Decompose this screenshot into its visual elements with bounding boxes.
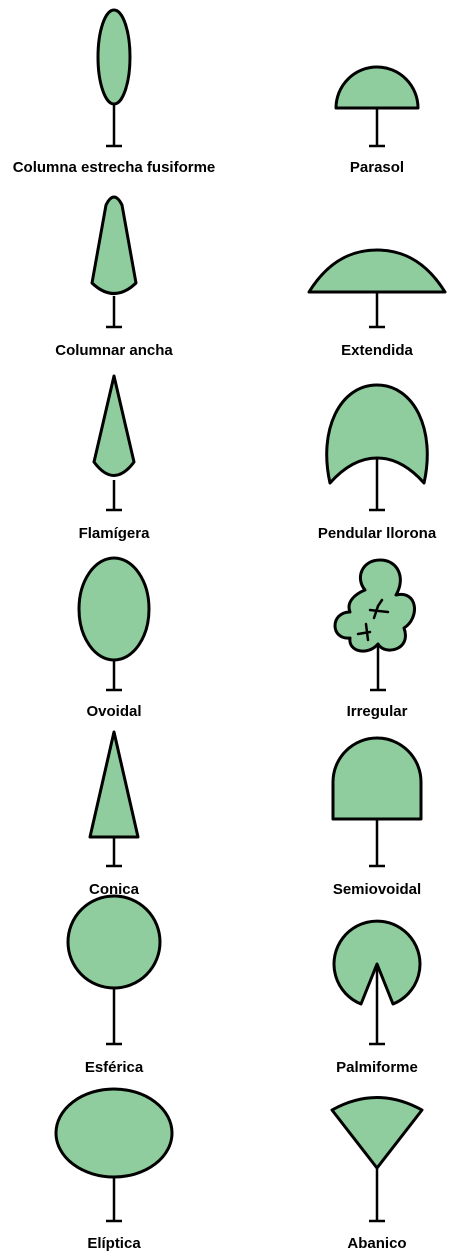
eliptica-crown	[56, 1089, 172, 1177]
ovoidal-trunk	[106, 660, 122, 690]
shape-eliptica: Elíptica	[56, 1089, 172, 1252]
semiovoidal-trunk	[369, 819, 385, 866]
parasol-trunk	[369, 108, 385, 146]
conica-trunk	[106, 837, 122, 866]
abanico-trunk	[369, 1168, 385, 1221]
conica-crown	[90, 732, 138, 837]
palmiforme-label: Palmiforme	[336, 1059, 418, 1076]
ovoidal-crown	[79, 558, 149, 660]
semiovoidal-crown	[333, 738, 421, 819]
shape-esferica: Esférica	[68, 896, 160, 1076]
irregular-trunk	[370, 644, 386, 690]
extendida-trunk	[369, 292, 385, 327]
shape-irregular: Irregular	[335, 560, 414, 720]
shape-parasol: Parasol	[336, 67, 418, 176]
esferica-trunk	[106, 988, 122, 1044]
esferica-crown	[68, 896, 160, 988]
semiovoidal-label: Semiovoidal	[333, 881, 421, 898]
pendular-llorona-trunk	[369, 458, 385, 510]
shape-pendular-llorona: Pendular llorona	[318, 385, 437, 542]
shape-flamigera: Flamígera	[79, 376, 151, 542]
extendida-label: Extendida	[341, 342, 413, 359]
shape-semiovoidal: Semiovoidal	[333, 738, 421, 898]
esferica-label: Esférica	[85, 1059, 144, 1076]
columna-estrecha-fusiforme-crown	[98, 10, 130, 104]
shape-conica: Conica	[89, 732, 140, 898]
irregular-label: Irregular	[347, 703, 408, 720]
shape-ovoidal: Ovoidal	[79, 558, 149, 720]
abanico-crown	[332, 1098, 422, 1169]
columnar-ancha-crown	[92, 197, 136, 294]
parasol-crown	[336, 67, 418, 108]
flamigera-crown	[94, 376, 134, 476]
pendular-llorona-label: Pendular llorona	[318, 525, 437, 542]
columnar-ancha-trunk	[106, 296, 122, 327]
eliptica-trunk	[106, 1177, 122, 1221]
columna-estrecha-fusiforme-trunk	[106, 104, 122, 146]
irregular-crown	[335, 560, 414, 651]
abanico-label: Abanico	[347, 1235, 406, 1252]
shape-extendida: Extendida	[309, 250, 445, 359]
columnar-ancha-label: Columnar ancha	[55, 342, 173, 359]
extendida-crown	[309, 250, 445, 292]
columna-estrecha-fusiforme-label: Columna estrecha fusiforme	[13, 159, 216, 176]
eliptica-label: Elíptica	[87, 1235, 141, 1252]
flamigera-label: Flamígera	[79, 525, 151, 542]
flamigera-trunk	[106, 480, 122, 510]
shape-columnar-ancha: Columnar ancha	[55, 197, 173, 359]
shape-columna-estrecha-fusiforme: Columna estrecha fusiforme	[13, 10, 216, 176]
ovoidal-label: Ovoidal	[86, 703, 141, 720]
parasol-label: Parasol	[350, 159, 404, 176]
shape-palmiforme: Palmiforme	[334, 921, 420, 1076]
shape-abanico: Abanico	[332, 1098, 422, 1253]
